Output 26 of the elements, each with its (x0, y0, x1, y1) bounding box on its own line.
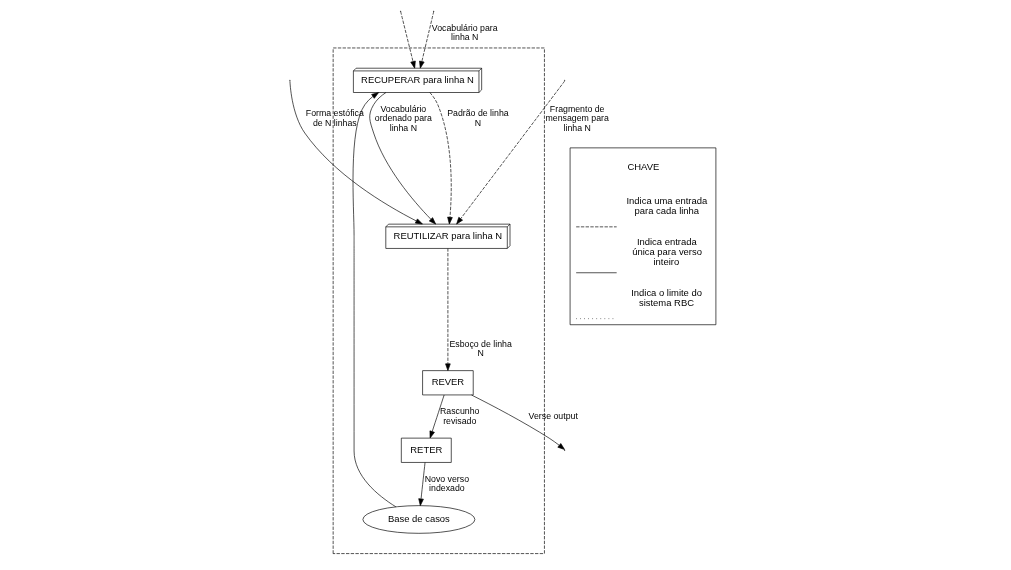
node-ellipse: Base de casos (362, 505, 476, 534)
legend-label: Indica uma entrada para cada linha (626, 195, 708, 217)
node-box: RETER (401, 437, 452, 463)
arrow (429, 92, 453, 225)
edge-label: Padrão de linha N (447, 108, 509, 128)
legend-label: Indica entrada única para verso inteiro (632, 235, 702, 268)
arrow (418, 462, 426, 506)
arrow (400, 11, 416, 69)
arrow (369, 92, 436, 225)
node-box: REVER (422, 370, 474, 396)
edge-label: Rascunho revisado (439, 406, 480, 426)
arrow (429, 394, 445, 439)
legend-label: Indica o limite do sistema RBC (631, 286, 703, 308)
edge-label: Vocabulário para linha N (431, 22, 498, 43)
edge-label: Fragmento de mensagem para linha N (545, 103, 609, 133)
arrow (352, 92, 397, 508)
arrow (419, 11, 435, 69)
label: CHAVE (627, 160, 660, 172)
edge-label: Forma estófica de N linhas (305, 108, 364, 128)
arrow (456, 80, 565, 225)
edge-label: Novo verso indexado (424, 473, 470, 494)
edge-label: Verse output (528, 410, 578, 421)
arrow (289, 80, 423, 225)
arrow (445, 248, 451, 371)
edge-label: Esboço de linha N (449, 338, 512, 359)
edge-label: Vocabulário ordenado para linha N (374, 103, 432, 133)
